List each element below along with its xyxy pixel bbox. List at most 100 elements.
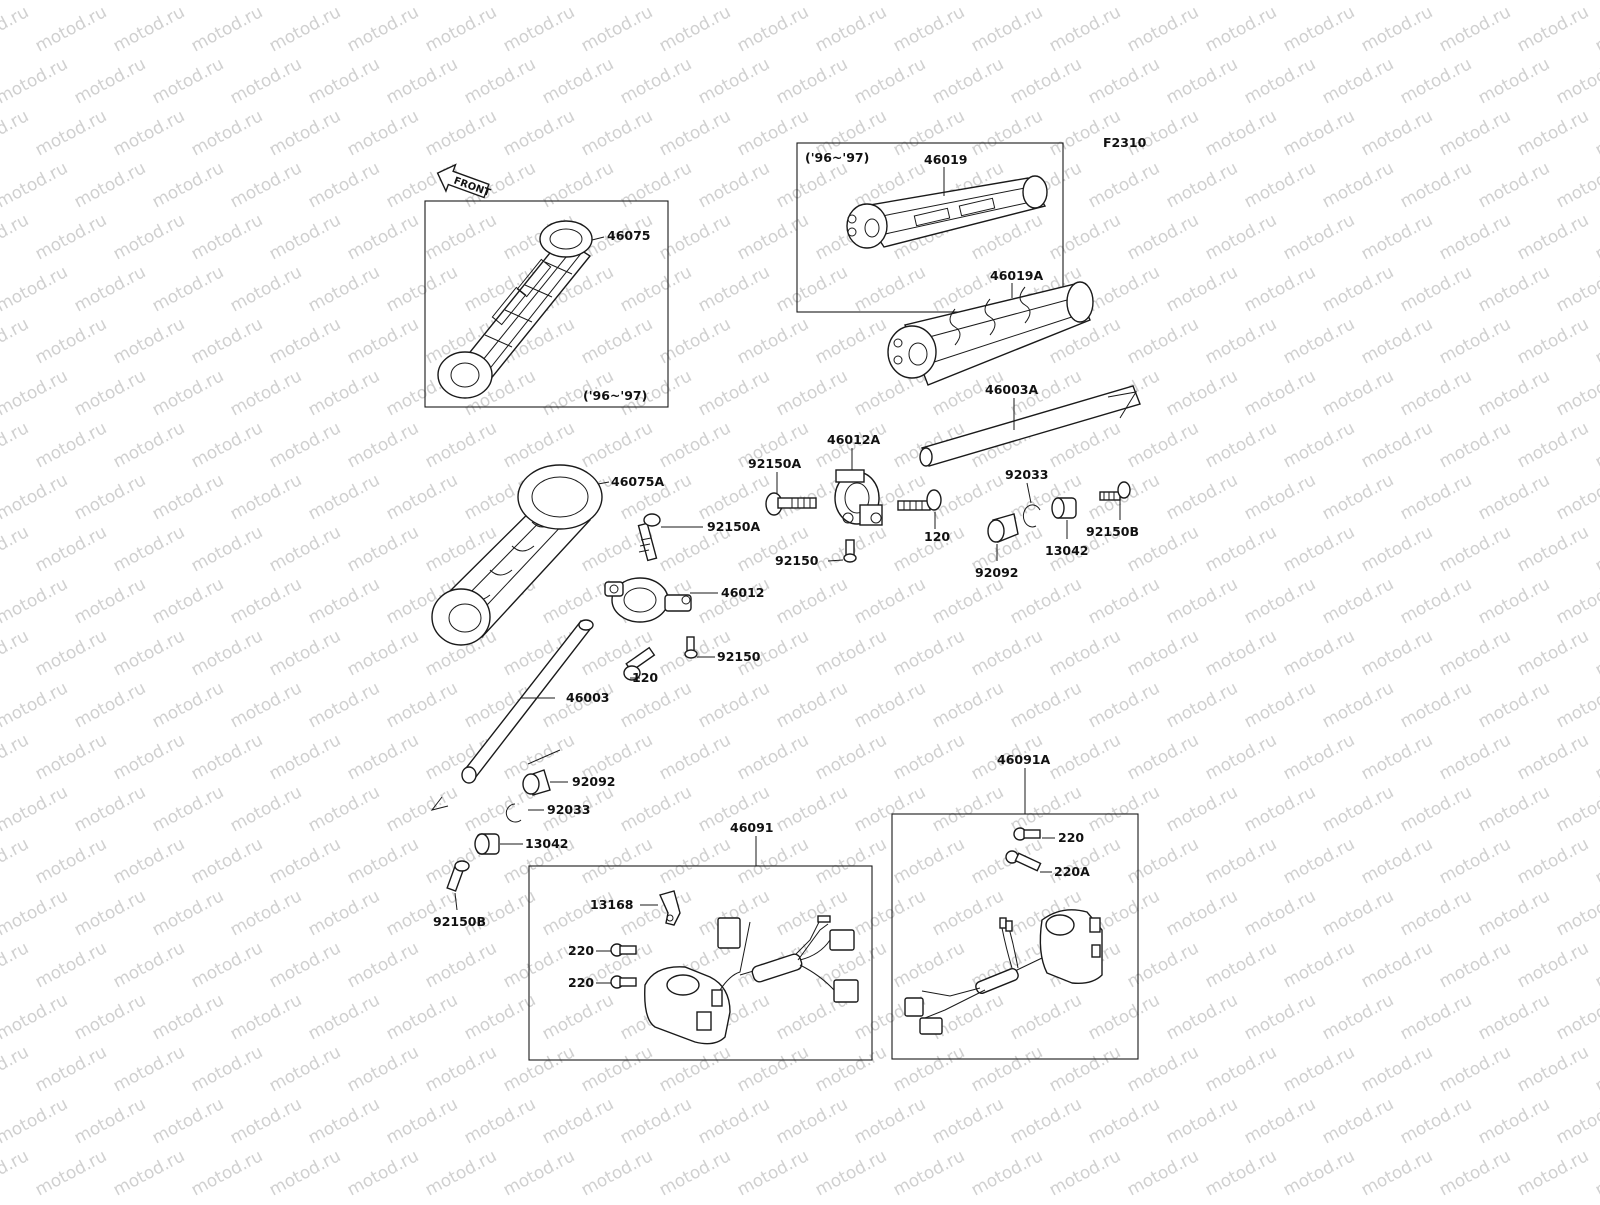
watermark-text: motod.ru xyxy=(1397,54,1475,108)
watermark-text: motod.ru xyxy=(968,1146,1046,1200)
screw-220-right xyxy=(1013,827,1041,841)
watermark-text: motod.ru xyxy=(71,990,149,1044)
watermark-text: motod.ru xyxy=(1280,626,1358,680)
watermark-text: motod.ru xyxy=(1553,782,1600,836)
watermark-text: motod.ru xyxy=(1319,782,1397,836)
watermark-text: motod.ru xyxy=(851,782,929,836)
label-46003: 46003 xyxy=(566,690,610,705)
watermark-text: motod.ru xyxy=(422,1042,500,1096)
label-220-right: 220 xyxy=(1058,830,1084,845)
watermark-text: motod.ru xyxy=(500,938,578,992)
watermark-text: motod.ru xyxy=(1280,1042,1358,1096)
watermark-text: motod.ru xyxy=(110,1146,188,1200)
watermark-text: motod.ru xyxy=(812,730,890,784)
watermark-text: motod.ru xyxy=(1475,574,1553,628)
label-92150B-top: 92150B xyxy=(1086,524,1139,539)
watermark-text: motod.ru xyxy=(0,0,71,4)
watermark-text: motod.ru xyxy=(1085,574,1163,628)
watermark-text: motod.ru xyxy=(812,2,890,56)
watermark-text: motod.ru xyxy=(773,366,851,420)
watermark-text: motod.ru xyxy=(1592,418,1600,472)
watermark-text: motod.ru xyxy=(890,938,968,992)
watermark-text: motod.ru xyxy=(422,1146,500,1200)
watermark-text: motod.ru xyxy=(1046,210,1124,264)
switch-housing-right xyxy=(904,909,1103,1035)
watermark-text: motod.ru xyxy=(1358,834,1436,888)
watermark-text: motod.ru xyxy=(656,2,734,56)
label-46012: 46012 xyxy=(721,585,765,600)
watermark-text: motod.ru xyxy=(695,366,773,420)
watermark-text: motod.ru xyxy=(851,574,929,628)
watermark-text: motod.ru xyxy=(812,626,890,680)
weight-92092-top xyxy=(987,513,1019,543)
watermark-text: motod.ru xyxy=(110,834,188,888)
watermark-text: motod.ru xyxy=(812,1042,890,1096)
watermark-text: motod.ru xyxy=(539,0,617,4)
watermark-text: motod.ru xyxy=(266,1146,344,1200)
watermark-text: motod.ru xyxy=(0,262,71,316)
watermark-text: motod.ru xyxy=(188,626,266,680)
watermark-text: motod.ru xyxy=(1280,938,1358,992)
watermark-text: motod.ru xyxy=(1553,886,1600,940)
watermark-text: motod.ru xyxy=(851,0,929,4)
label-46019A: 46019A xyxy=(990,268,1043,283)
circlip-92033-top xyxy=(1022,504,1041,528)
watermark-text: motod.ru xyxy=(695,574,773,628)
watermark-text: motod.ru xyxy=(227,1094,305,1148)
watermark-text: motod.ru xyxy=(1514,522,1592,576)
watermark-text: motod.ru xyxy=(149,0,227,4)
collar-13042-top xyxy=(1051,497,1077,519)
watermark-text: motod.ru xyxy=(1397,990,1475,1044)
watermark-text: motod.ru xyxy=(422,418,500,472)
label-46091A: 46091A xyxy=(997,752,1050,767)
watermark-text: motod.ru xyxy=(617,158,695,212)
watermark-text: motod.ru xyxy=(1514,834,1592,888)
watermark-text: motod.ru xyxy=(1085,990,1163,1044)
watermark-text: motod.ru xyxy=(32,210,110,264)
watermark-text: motod.ru xyxy=(695,262,773,316)
watermark-text: motod.ru xyxy=(1592,834,1600,888)
label-46075: 46075 xyxy=(607,228,651,243)
watermark-text: motod.ru xyxy=(1358,418,1436,472)
left-switch-box xyxy=(528,865,873,1061)
watermark-text: motod.ru xyxy=(383,678,461,732)
watermark-text: motod.ru xyxy=(188,1042,266,1096)
year-note-left: ('96~'97) xyxy=(583,388,647,403)
watermark-text: motod.ru xyxy=(1514,626,1592,680)
watermark-text: motod.ru xyxy=(422,938,500,992)
watermark-text: motod.ru xyxy=(773,54,851,108)
screw-120-mid xyxy=(623,646,656,681)
watermark-text: motod.ru xyxy=(773,782,851,836)
watermark-text: motod.ru xyxy=(1280,210,1358,264)
watermark-text: motod.ru xyxy=(851,678,929,732)
watermark-text: motod.ru xyxy=(1592,2,1600,56)
watermark-text: motod.ru xyxy=(227,54,305,108)
watermark-text: motod.ru xyxy=(929,782,1007,836)
watermark-text: motod.ru xyxy=(344,418,422,472)
watermark-text: motod.ru xyxy=(1514,1146,1592,1200)
watermark-text: motod.ru xyxy=(734,106,812,160)
watermark-text: motod.ru xyxy=(1475,782,1553,836)
watermark-text: motod.ru xyxy=(110,106,188,160)
watermark-text: motod.ru xyxy=(1475,886,1553,940)
watermark-text: motod.ru xyxy=(188,2,266,56)
watermark-text: motod.ru xyxy=(383,782,461,836)
label-120-mid: 120 xyxy=(632,670,658,685)
watermark-text: motod.ru xyxy=(110,418,188,472)
watermark-text: motod.ru xyxy=(110,938,188,992)
watermark-text: motod.ru xyxy=(1436,210,1514,264)
watermark-text: motod.ru xyxy=(0,886,71,940)
watermark-text: motod.ru xyxy=(344,210,422,264)
watermark-text: motod.ru xyxy=(1124,626,1202,680)
watermark-text: motod.ru xyxy=(890,1042,968,1096)
watermark-text: motod.ru xyxy=(0,1094,71,1148)
watermark-text: motod.ru xyxy=(1319,54,1397,108)
watermark-text: motod.ru xyxy=(773,158,851,212)
watermark-text: motod.ru xyxy=(1358,522,1436,576)
watermark-text: motod.ru xyxy=(539,886,617,940)
label-120-top: 120 xyxy=(924,529,950,544)
watermark-text: motod.ru xyxy=(266,418,344,472)
watermark-text: motod.ru xyxy=(1553,158,1600,212)
watermark-text: motod.ru xyxy=(1163,1094,1241,1148)
watermark-text: motod.ru xyxy=(266,834,344,888)
